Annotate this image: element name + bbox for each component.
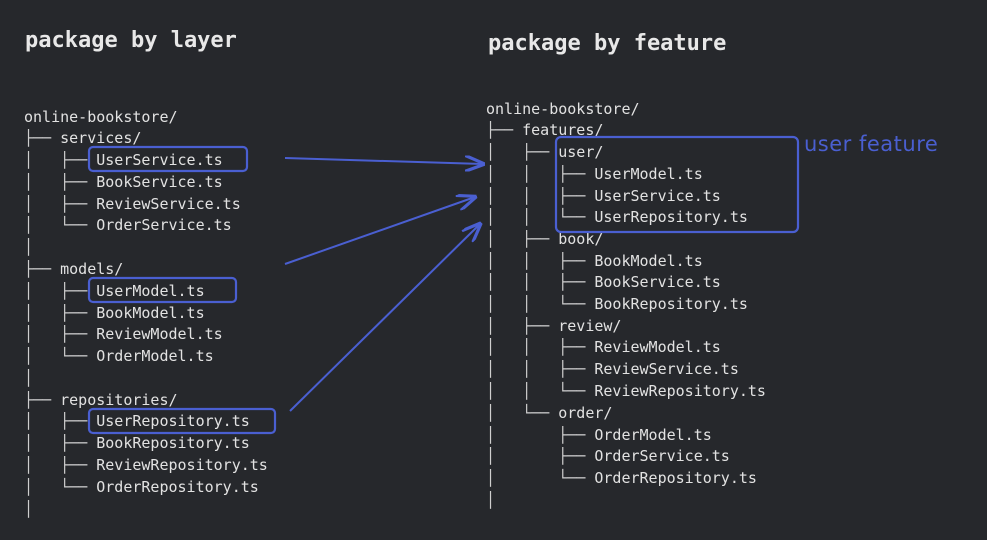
folder-order: order/ <box>558 404 613 422</box>
file-order-repository: OrderRepository.ts <box>594 469 757 487</box>
file-book-repository: BookRepository.ts <box>96 434 250 452</box>
folder-services: services/ <box>60 129 142 147</box>
folder-node: │ ├── review/ <box>486 317 622 335</box>
file-book-repository: BookRepository.ts <box>594 295 748 313</box>
file-node: │ │ ├── BookService.ts <box>486 273 721 291</box>
folder-models: models/ <box>60 260 124 278</box>
folder-node: ├── features/ <box>486 121 604 139</box>
file-node: │ ├── ReviewRepository.ts <box>24 456 268 474</box>
file-book-service: BookService.ts <box>594 273 721 291</box>
file-node: │ ├── ReviewService.ts <box>24 195 241 213</box>
user-feature-label: user feature <box>804 132 939 156</box>
file-review-model: ReviewModel.ts <box>96 325 223 343</box>
folder-repositories: repositories/ <box>60 391 178 409</box>
file-review-service: ReviewService.ts <box>96 195 241 213</box>
file-review-service: ReviewService.ts <box>594 360 739 378</box>
folder-node: │ ├── user/ <box>486 143 604 161</box>
file-book-model: BookModel.ts <box>96 304 205 322</box>
tree-spacer: │ <box>24 500 34 518</box>
file-node: │ ├── OrderModel.ts <box>486 426 712 444</box>
file-order-repository: OrderRepository.ts <box>96 478 259 496</box>
file-node: │ │ ├── BookModel.ts <box>486 252 703 270</box>
tree-root: online-bookstore/ <box>24 108 178 126</box>
file-user-repository: UserRepository.ts <box>594 208 748 226</box>
file-node: │ │ └── BookRepository.ts <box>486 295 748 313</box>
file-node: │ ├── UserService.ts <box>24 151 223 169</box>
file-node: │ │ └── UserRepository.ts <box>486 208 748 226</box>
folder-review: review/ <box>558 317 622 335</box>
file-book-service: BookService.ts <box>96 173 223 191</box>
file-review-repository: ReviewRepository.ts <box>594 382 766 400</box>
folder-book: book/ <box>558 230 604 248</box>
heading-package-by-layer: package by layer <box>25 28 237 53</box>
file-node: │ ├── ReviewModel.ts <box>24 325 223 343</box>
file-review-model: ReviewModel.ts <box>594 338 721 356</box>
file-order-service: OrderService.ts <box>96 216 232 234</box>
folder-node: │ ├── book/ <box>486 230 604 248</box>
file-user-model: UserModel.ts <box>594 165 703 183</box>
file-node: │ │ └── ReviewRepository.ts <box>486 382 766 400</box>
tree-spacer: │ <box>24 238 34 256</box>
file-node: │ ├── BookModel.ts <box>24 304 205 322</box>
file-node: │ ├── BookService.ts <box>24 173 223 191</box>
file-node: │ └── OrderRepository.ts <box>486 469 757 487</box>
tree-root: online-bookstore/ <box>486 100 640 118</box>
folder-features: features/ <box>522 121 604 139</box>
file-node: │ ├── BookRepository.ts <box>24 434 250 452</box>
folder-node: ├── services/ <box>24 129 142 147</box>
folder-node: ├── models/ <box>24 260 124 278</box>
file-review-repository: ReviewRepository.ts <box>96 456 268 474</box>
folder-user: user/ <box>558 143 604 161</box>
file-node: │ └── OrderService.ts <box>24 216 232 234</box>
file-node: │ ├── UserRepository.ts <box>24 412 250 430</box>
file-node: │ │ ├── ReviewService.ts <box>486 360 739 378</box>
file-node: │ └── OrderRepository.ts <box>24 478 259 496</box>
arrow-services-to-user <box>284 158 483 164</box>
file-user-repository: UserRepository.ts <box>96 412 250 430</box>
arrow-repositories-to-user <box>289 224 480 412</box>
file-user-service: UserService.ts <box>594 187 721 205</box>
heading-package-by-feature: package by feature <box>488 31 727 56</box>
file-user-model: UserModel.ts <box>96 282 205 300</box>
file-order-model: OrderModel.ts <box>594 426 712 444</box>
file-node: │ └── OrderModel.ts <box>24 347 214 365</box>
tree-spacer: │ <box>24 369 34 387</box>
file-node: │ ├── UserModel.ts <box>24 282 205 300</box>
folder-node: │ └── order/ <box>486 404 613 422</box>
file-order-service: OrderService.ts <box>594 447 730 465</box>
folder-node: ├── repositories/ <box>24 391 178 409</box>
file-node: │ │ ├── UserService.ts <box>486 187 721 205</box>
file-book-model: BookModel.ts <box>594 252 703 270</box>
arrow-models-to-user <box>284 197 475 265</box>
file-node: │ │ ├── ReviewModel.ts <box>486 338 721 356</box>
tree-spacer: │ <box>486 491 496 509</box>
file-order-model: OrderModel.ts <box>96 347 214 365</box>
file-node: │ │ ├── UserModel.ts <box>486 165 703 183</box>
file-node: │ ├── OrderService.ts <box>486 447 730 465</box>
file-user-service: UserService.ts <box>96 151 223 169</box>
